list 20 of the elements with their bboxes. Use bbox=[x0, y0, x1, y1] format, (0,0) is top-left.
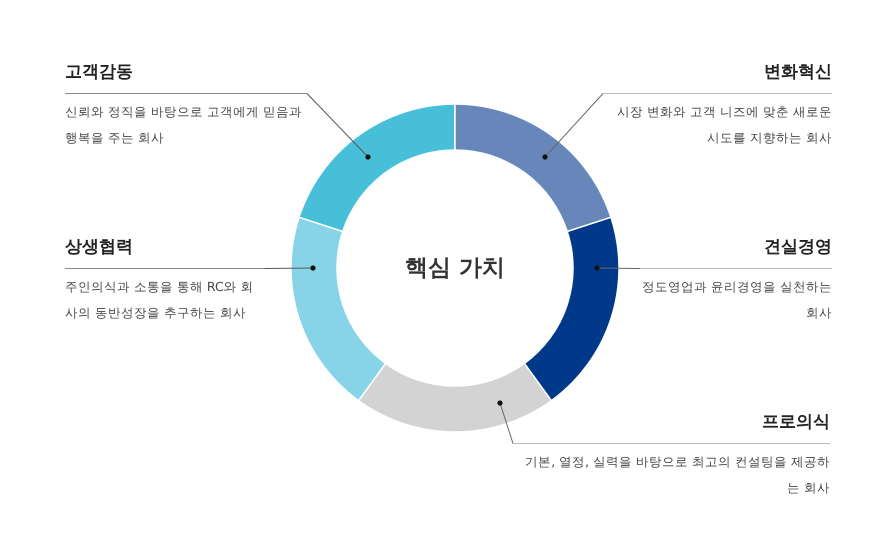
value-description: 주인의식과 소통을 통해 RC와 회사의 동반성장을 추구하는 회사 bbox=[65, 278, 255, 322]
value-description: 정도영업과 윤리경영을 실천하는 회사 bbox=[641, 278, 832, 322]
value-heading: 변화혁신 bbox=[603, 58, 832, 94]
leader-line bbox=[306, 93, 371, 160]
value-description: 신뢰와 정직을 바탕으로 고객에게 믿음과 행복을 주는 회사 bbox=[65, 103, 303, 147]
value-heading: 프로의식 bbox=[513, 408, 830, 444]
leader-line bbox=[497, 400, 514, 444]
donut-segment bbox=[524, 216, 620, 402]
leader-line bbox=[542, 93, 604, 160]
center-title: 핵심 가치 bbox=[375, 250, 535, 286]
value-description: 기본, 열정, 실력을 바탕으로 최고의 컨설팅을 제공하는 회사 bbox=[524, 453, 830, 497]
leader-line bbox=[594, 265, 640, 271]
value-heading: 고객감동 bbox=[65, 58, 307, 94]
donut-segment bbox=[290, 216, 386, 402]
donut-segment bbox=[358, 362, 552, 433]
leader-line bbox=[264, 265, 316, 271]
value-description: 시장 변화와 고객 니즈에 맞춘 새로운 시도를 지향하는 회사 bbox=[616, 103, 832, 147]
value-heading: 상생협력 bbox=[65, 233, 265, 269]
donut-segment bbox=[454, 103, 612, 232]
value-heading: 견실경영 bbox=[640, 233, 832, 269]
